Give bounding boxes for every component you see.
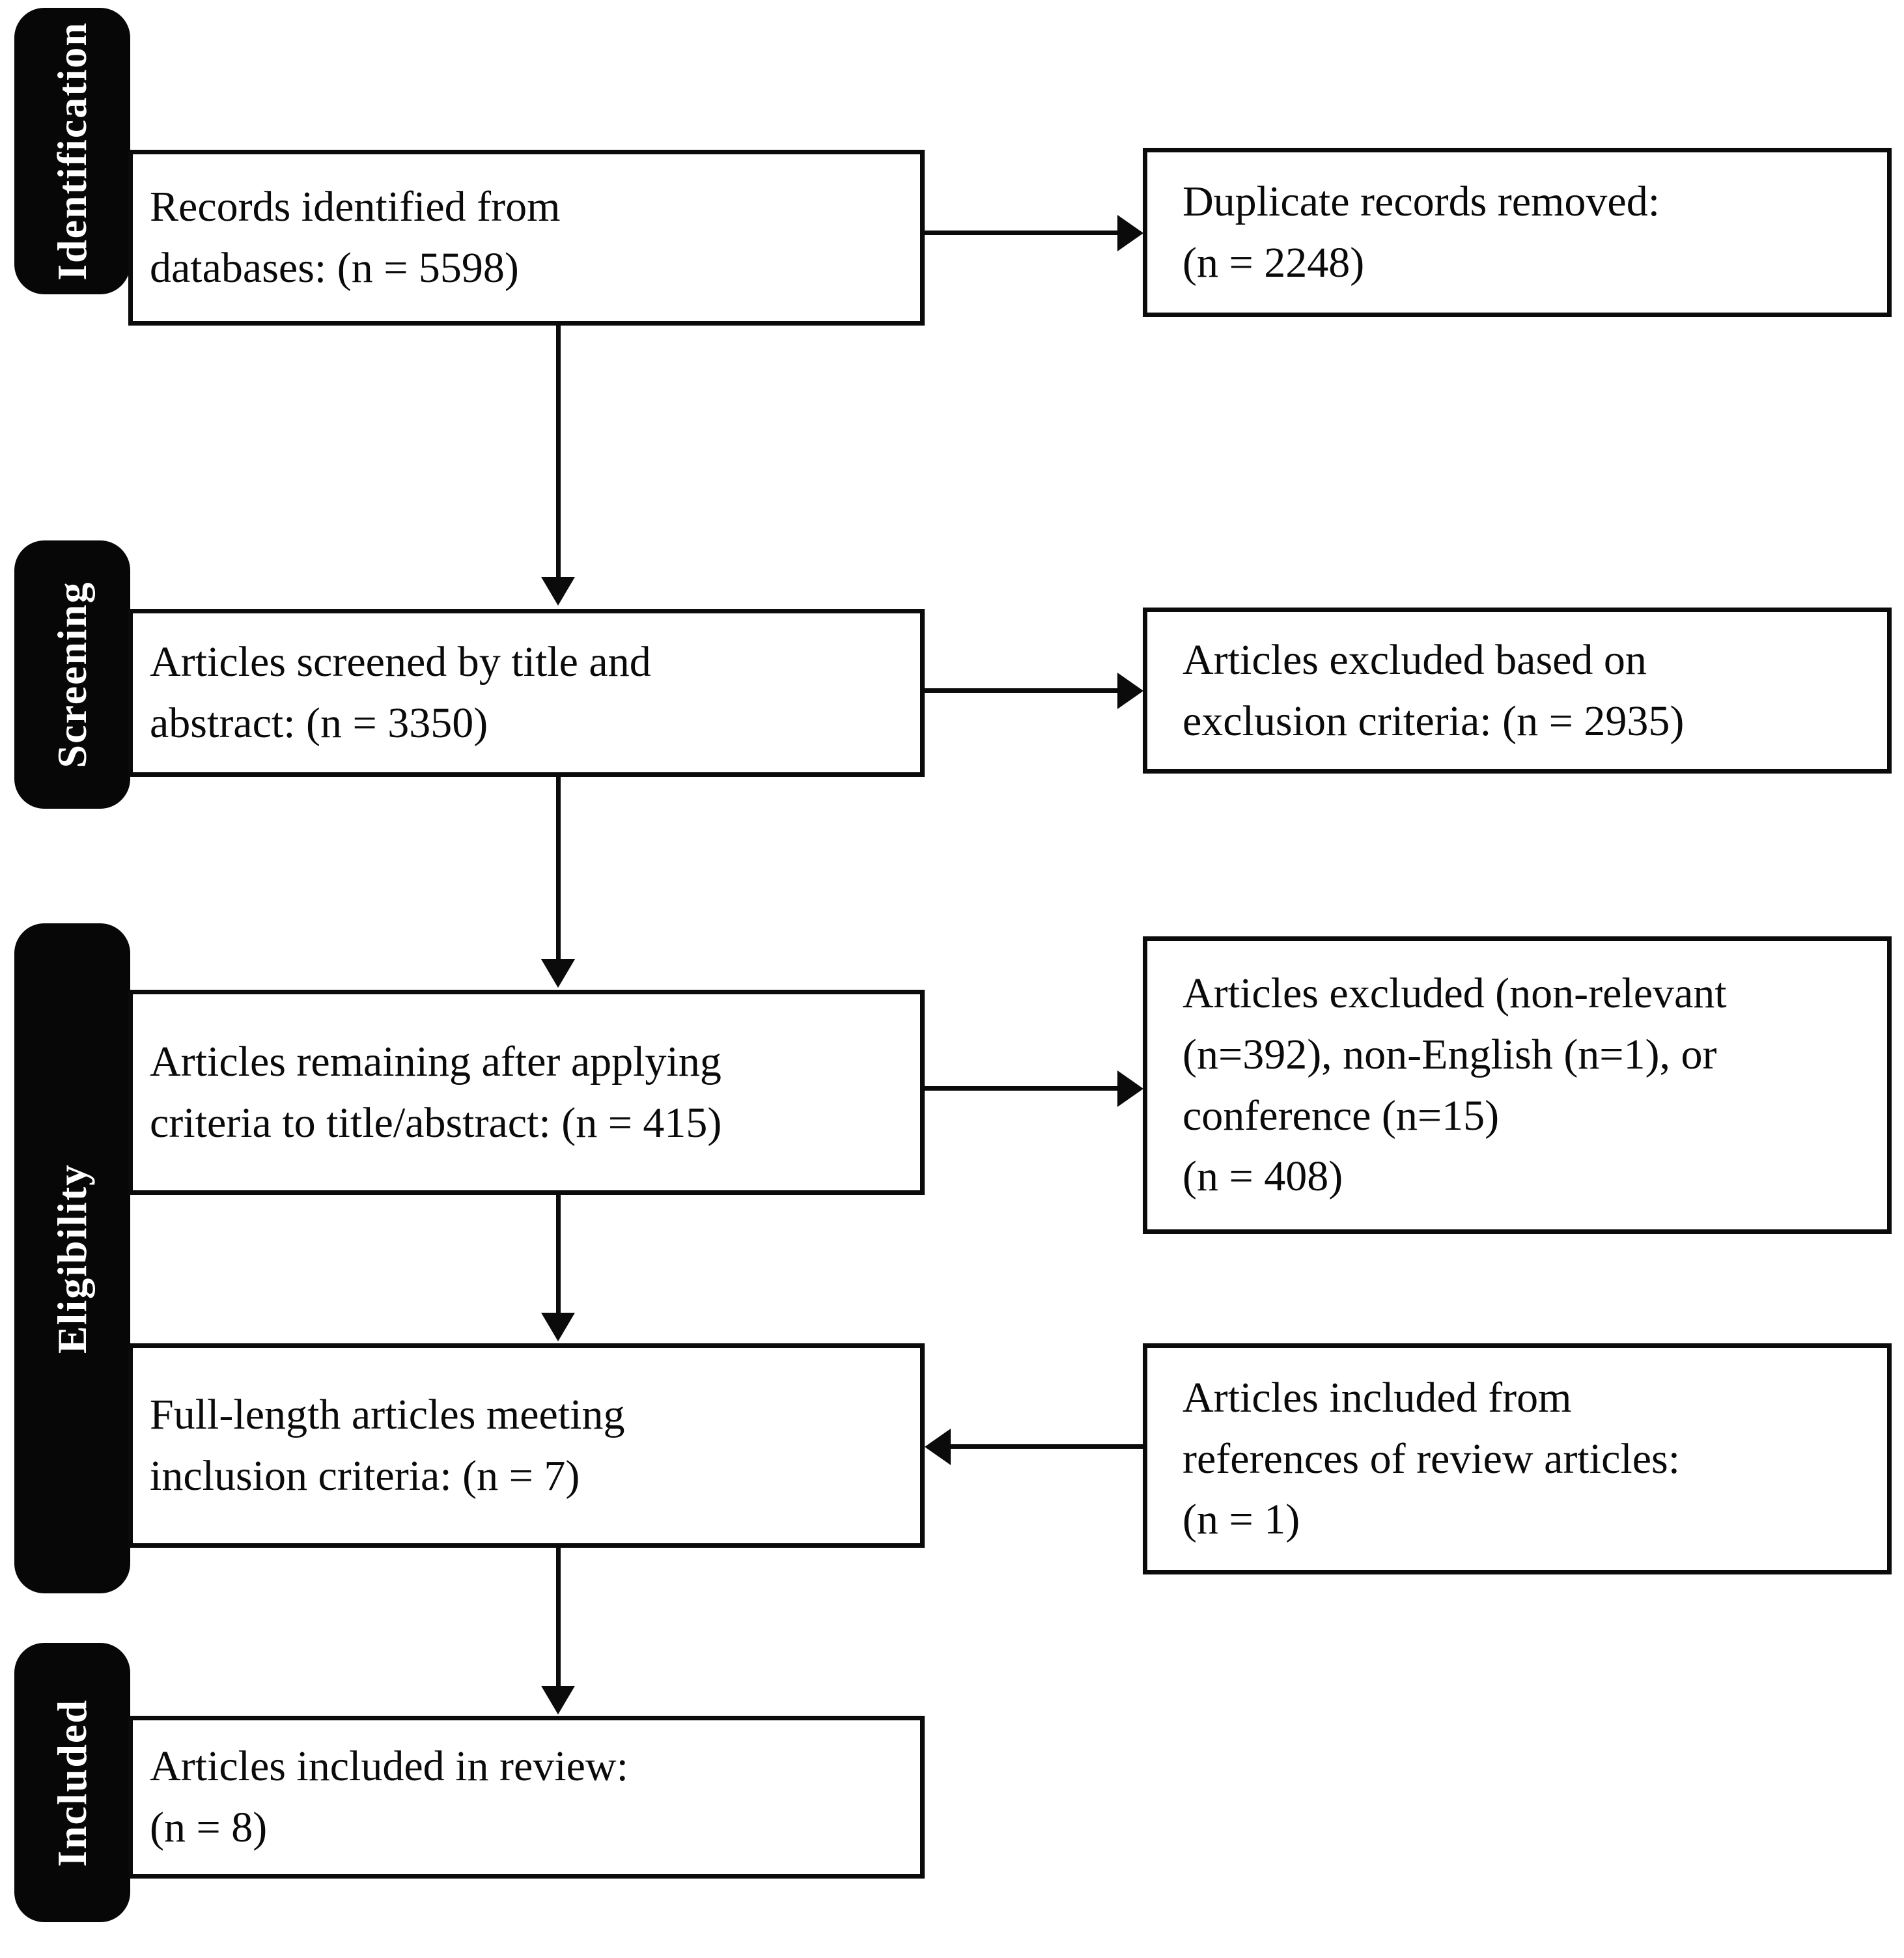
box-duplicate-records-removed: Duplicate records removed: (n = 2248) (1143, 148, 1892, 317)
arrow-screened-to-remaining-head (541, 959, 575, 988)
arrow-fulllength-to-included-line (556, 1546, 561, 1687)
box-duplicate-records-removed-text: Duplicate records removed: (n = 2248) (1183, 178, 1660, 287)
stage-label-screening: Screening (49, 581, 95, 768)
box-articles-remaining-text: Articles remaining after applying criter… (150, 1037, 722, 1147)
stage-band-included: Included (14, 1643, 130, 1922)
stage-band-identification: Identification (14, 8, 130, 294)
box-included-from-references-text: Articles included from references of rev… (1183, 1373, 1681, 1544)
box-full-length-articles: Full-length articles meeting inclusion c… (128, 1343, 925, 1548)
stage-label-identification: Identification (49, 21, 95, 281)
stage-band-eligibility: Eligibility (14, 923, 130, 1593)
box-records-identified: Records identified from databases: (n = … (128, 150, 925, 326)
arrow-screened-to-remaining-line (556, 776, 561, 960)
arrow-screened-to-excluded-line (922, 688, 1117, 693)
box-articles-screened: Articles screened by title and abstract:… (128, 609, 925, 777)
stage-band-screening: Screening (14, 540, 130, 809)
arrow-remaining-to-excluded-line (922, 1086, 1117, 1091)
box-excluded-nonrelevant: Articles excluded (non-relevant (n=392),… (1143, 936, 1892, 1234)
box-articles-screened-text: Articles screened by title and abstract:… (150, 638, 651, 747)
arrow-remaining-to-excluded-head (1117, 1070, 1143, 1107)
box-included-in-review: Articles included in review: (n = 8) (128, 1716, 925, 1879)
box-articles-remaining: Articles remaining after applying criter… (128, 990, 925, 1195)
arrow-records-to-duplicates-head (1117, 215, 1143, 251)
arrow-records-to-duplicates-line (922, 231, 1117, 235)
box-included-from-references: Articles included from references of rev… (1143, 1343, 1892, 1574)
box-excluded-exclusion-criteria: Articles excluded based on exclusion cri… (1143, 608, 1892, 774)
arrow-references-to-fulllength-head (925, 1429, 951, 1465)
arrow-references-to-fulllength-line (949, 1444, 1143, 1449)
box-included-in-review-text: Articles included in review: (n = 8) (150, 1742, 628, 1851)
stage-label-eligibility: Eligibility (49, 1163, 95, 1354)
arrow-records-to-screened-head (541, 577, 575, 606)
box-excluded-exclusion-criteria-text: Articles excluded based on exclusion cri… (1183, 636, 1685, 745)
box-excluded-nonrelevant-text: Articles excluded (non-relevant (n=392),… (1183, 970, 1727, 1201)
arrow-fulllength-to-included-head (541, 1686, 575, 1714)
box-full-length-articles-text: Full-length articles meeting inclusion c… (150, 1391, 625, 1500)
stage-label-included: Included (49, 1698, 95, 1867)
arrow-remaining-to-fulllength-line (556, 1194, 561, 1314)
arrow-screened-to-excluded-head (1117, 673, 1143, 709)
arrow-remaining-to-fulllength-head (541, 1313, 575, 1341)
arrow-records-to-screened-line (556, 324, 561, 578)
box-records-identified-text: Records identified from databases: (n = … (150, 183, 561, 292)
